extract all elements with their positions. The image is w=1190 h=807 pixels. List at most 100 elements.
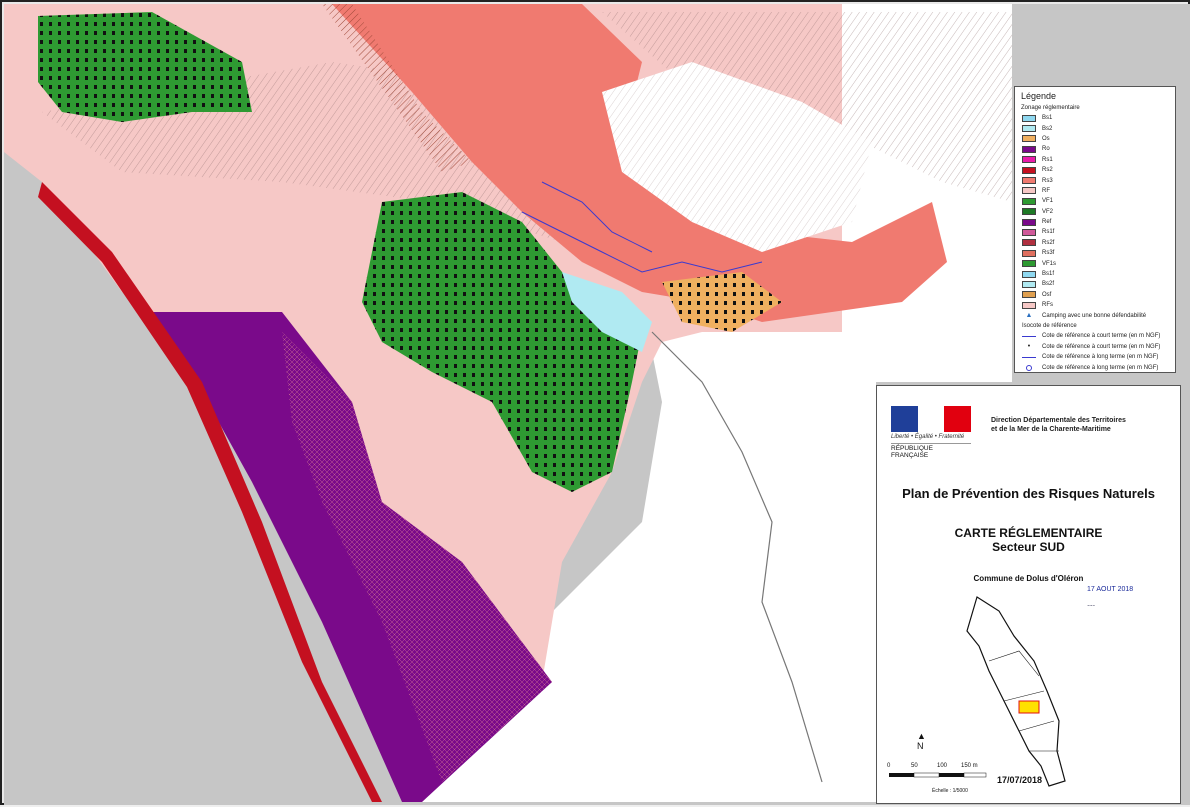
- zone-swatch-icon: [1022, 145, 1036, 153]
- legend-zone-row: VF2: [1022, 207, 1175, 217]
- legend-zone-label: Rs2: [1042, 167, 1053, 174]
- legend-zone-row: Rs1: [1022, 155, 1175, 165]
- legend-isocote-row: Cote de référence à court terme (en m NG…: [1022, 331, 1175, 341]
- scale-bar: [889, 772, 987, 778]
- legend-zone-label: Os: [1042, 135, 1050, 142]
- zone-swatch-icon: [1022, 291, 1036, 299]
- scale-ratio: Échelle : 1/5000: [932, 788, 968, 794]
- zone-os-houses: [662, 272, 782, 332]
- legend-zone-label: RFs: [1042, 302, 1053, 309]
- island-locator-map: [966, 596, 1066, 787]
- zone-swatch-icon: [1022, 218, 1036, 226]
- plan-title: Plan de Prévention des Risques Naturels: [902, 486, 1155, 501]
- legend-zone-row: Os: [1022, 134, 1175, 144]
- legend-zone-label: Rs1: [1042, 156, 1053, 163]
- legend-zone-row: Bs1: [1022, 113, 1175, 123]
- republic-motto: Liberté • Égalité • Fraternité: [891, 434, 965, 440]
- line-symbol-icon: [1022, 356, 1036, 358]
- zone-swatch-icon: [1022, 260, 1036, 268]
- zone-rs3-hatch: [322, 4, 472, 172]
- zone-ro-grid: [282, 332, 552, 782]
- zone-swatch-icon: [1022, 270, 1036, 278]
- legend-zone-row: Ref: [1022, 217, 1175, 227]
- signature-icon: ~~~: [1087, 603, 1095, 608]
- direction-name: Direction Départementale des Territoires…: [991, 416, 1171, 434]
- zone-swatch-icon: [1022, 156, 1036, 164]
- direction-line-2: et de la Mer de la Charente-Maritime: [991, 426, 1111, 433]
- marianne-logo: [891, 406, 972, 432]
- zone-swatch-icon: [1022, 135, 1036, 143]
- zone-vf-nw-houses: [38, 12, 252, 122]
- legend-zone-label: Bs2: [1042, 125, 1053, 132]
- isocote-lines: [521, 211, 763, 273]
- legend-zone-row: Rs2f: [1022, 238, 1175, 248]
- map-title: CARTE RÉGLEMENTAIRE Secteur SUD: [877, 526, 1180, 554]
- zone-vf-houses: [362, 192, 642, 492]
- zone-swatch-icon: [1022, 114, 1036, 122]
- legend-isocote-row: Cote de référence à long terme (en m NGF…: [1022, 362, 1175, 372]
- zone-rs2-coast: [38, 182, 382, 802]
- zone-bs: [562, 272, 652, 352]
- legend-zone-label: VF1s: [1042, 260, 1057, 267]
- camping-triangle-icon: ▲: [1025, 312, 1033, 320]
- legend-zone-row: Rs3f: [1022, 248, 1175, 258]
- zone-swatch-icon: [1022, 208, 1036, 216]
- secteur-title: Secteur SUD: [992, 540, 1065, 554]
- legend-zone-row: Osf: [1022, 290, 1175, 300]
- legend-isocote-title-row: Isocote de référence: [1022, 321, 1175, 331]
- legend-zone-row: Bs1f: [1022, 269, 1175, 279]
- circle-symbol-icon: [1022, 364, 1036, 371]
- legend-zone-row: Rs2: [1022, 165, 1175, 175]
- legend-isocote-label: Cote de référence à court terme (en m NG…: [1042, 343, 1161, 350]
- zone-swatch-icon: [1022, 249, 1036, 257]
- zone-swatch-icon: [1022, 177, 1036, 185]
- legend-zone-label: Bs1: [1042, 115, 1053, 122]
- legend-zone-label: Ro: [1042, 146, 1050, 153]
- legend-isocote-label: Cote de référence à court terme (en m NG…: [1042, 333, 1161, 340]
- north-arrow-icon: ▲N: [917, 731, 926, 751]
- legend-isocote-label: Cote de référence à long terme (en m NGF…: [1042, 364, 1159, 371]
- document-date: 17/07/2018: [997, 775, 1043, 785]
- legend-zone-row: Rs3: [1022, 175, 1175, 185]
- approval-stamp: 17 AOUT 2018 ~~~: [1087, 586, 1177, 608]
- legend-zone-row: Bs2: [1022, 123, 1175, 133]
- legend-zone-label: VF1: [1042, 198, 1054, 205]
- dot-symbol-icon: •: [1027, 343, 1031, 351]
- direction-line-1: Direction Départementale des Territoires: [991, 417, 1126, 424]
- zone-swatch-icon: [1022, 197, 1036, 205]
- republic-name: RÉPUBLIQUE FRANÇAISE: [891, 443, 971, 459]
- stamp-date: 17 AOUT 2018: [1087, 586, 1134, 593]
- legend-zone-label: Rs3f: [1042, 250, 1055, 257]
- legend-isocote-label: Cote de référence à long terme (en m NGF…: [1042, 354, 1159, 361]
- scale-label: 150 m: [961, 763, 978, 769]
- legend-zone-row: Bs2f: [1022, 279, 1175, 289]
- title-block: Liberté • Égalité • Fraternité RÉPUBLIQU…: [876, 385, 1181, 804]
- legend-zone-row: Rs1f: [1022, 227, 1175, 237]
- scale-label: 100: [937, 763, 948, 769]
- legend-zone-label: Osf: [1042, 291, 1052, 298]
- zone-swatch-icon: [1022, 187, 1036, 195]
- legend-zone-label: Rs2f: [1042, 239, 1055, 246]
- legend-zone-row: VF1: [1022, 196, 1175, 206]
- legend-zone-label: Ref: [1042, 219, 1052, 226]
- north-label: N: [917, 741, 924, 751]
- legend-camping-row: ▲ Camping avec une bonne défendabilité: [1022, 310, 1175, 320]
- zone-swatch-icon: [1022, 239, 1036, 247]
- legend-zone-label: Rs3: [1042, 177, 1053, 184]
- legend-zone-row: Ro: [1022, 144, 1175, 154]
- legend-isocote-title: Isocote de référence: [1022, 323, 1077, 329]
- zone-swatch-icon: [1022, 301, 1036, 309]
- legend-zone-label: RF: [1042, 187, 1050, 194]
- legend-zone-row: RF: [1022, 186, 1175, 196]
- legend-camping-label: Camping avec une bonne défendabilité: [1042, 312, 1147, 319]
- legend-isocote-row: Cote de référence à long terme (en m NGF…: [1022, 352, 1175, 362]
- commune-name: Commune de Dolus d'Oléron: [973, 574, 1084, 583]
- river: [651, 331, 823, 783]
- legend-zone-label: Bs1f: [1042, 271, 1055, 278]
- legend-isocote-row: • Cote de référence à court terme (en m …: [1022, 342, 1175, 352]
- legend-zone-label: VF2: [1042, 208, 1054, 215]
